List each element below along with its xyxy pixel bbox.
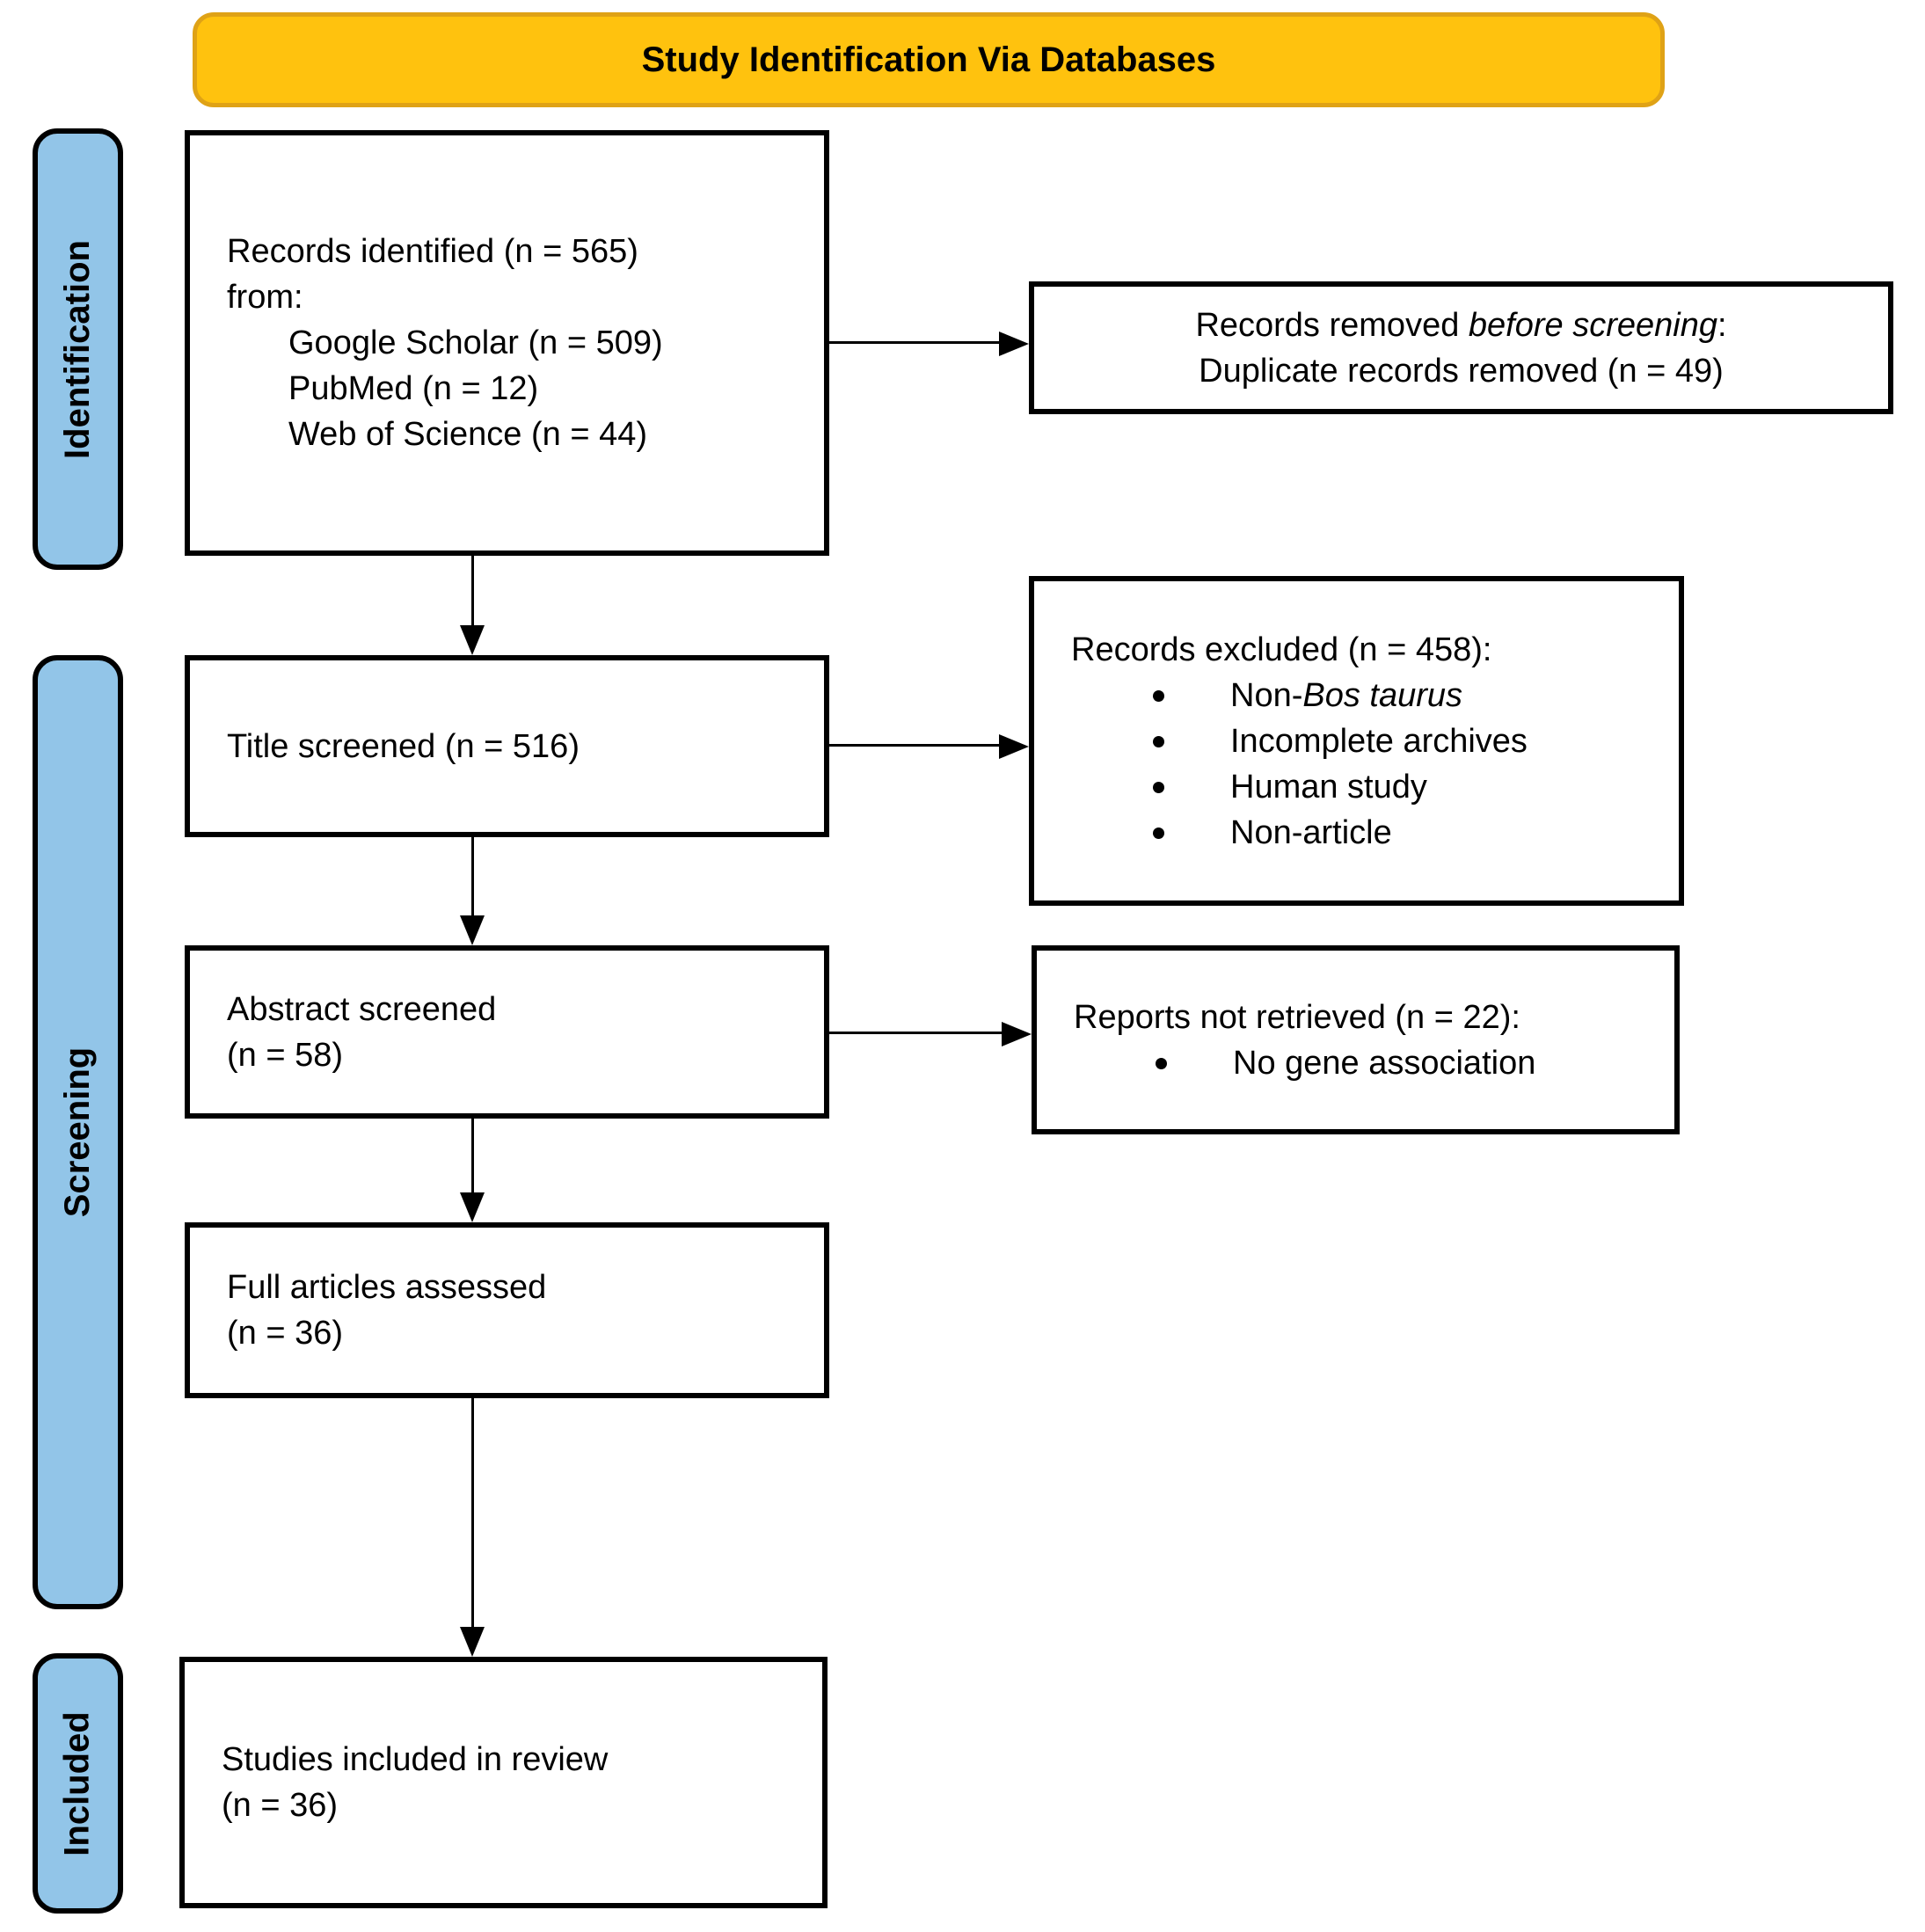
source-pubmed: PubMed (n = 12) <box>288 370 539 407</box>
arrow-stem <box>828 341 1001 344</box>
arrow-stem <box>471 837 474 917</box>
stage-bar-identification: Identification <box>33 128 123 570</box>
full-articles-line2: (n = 36) <box>227 1315 344 1352</box>
stage-label-screening: Screening <box>58 1046 97 1218</box>
bullet-dot-icon <box>1153 689 1164 702</box>
arrowhead-right <box>999 332 1029 356</box>
excluded-item-text: Human study <box>1230 768 1427 806</box>
records-removed-line2: Duplicate records removed (n = 49) <box>1199 352 1724 390</box>
excluded-item-text-italic: Bos taurus <box>1302 676 1463 714</box>
stage-bar-included: Included <box>33 1653 123 1914</box>
arrow-stem <box>471 1398 474 1629</box>
records-removed-line1-italic: before screening <box>1468 306 1717 344</box>
box-records-excluded: Records excluded (n = 458): Non-Bos taur… <box>1029 576 1684 906</box>
full-articles-line1: Full articles assessed <box>227 1269 547 1306</box>
records-excluded-title: Records excluded (n = 458): <box>1071 631 1492 668</box>
not-retrieved-item-text: No gene association <box>1233 1044 1536 1082</box>
arrowhead-right <box>999 734 1029 759</box>
banner-title: Study Identification Via Databases <box>193 12 1665 107</box>
records-removed-line1-text: Records removed <box>1195 306 1469 344</box>
arrow-stem <box>828 1032 1003 1034</box>
bullet-dot-icon <box>1153 735 1164 747</box>
reports-not-retrieved-title: Reports not retrieved (n = 22): <box>1074 998 1520 1036</box>
excluded-item-non-bos-taurus: Non-Bos taurus <box>1071 673 1661 718</box>
records-identified-line1: Records identified (n = 565) <box>227 233 638 270</box>
excluded-item-human-study: Human study <box>1071 764 1661 810</box>
excluded-item-text-normal: Non- <box>1230 676 1303 714</box>
source-google-scholar: Google Scholar (n = 509) <box>288 324 663 361</box>
box-records-removed: Records removed before screening: Duplic… <box>1029 281 1893 414</box>
stage-bar-screening: Screening <box>33 655 123 1609</box>
arrowhead-right <box>1002 1022 1032 1046</box>
abstract-screened-line1: Abstract screened <box>227 990 497 1028</box>
excluded-item-text: Incomplete archives <box>1230 722 1528 760</box>
banner-title-label: Study Identification Via Databases <box>641 40 1216 79</box>
arrow-stem <box>828 744 1001 747</box>
box-records-identified: Records identified (n = 565) from: Googl… <box>185 130 829 556</box>
box-abstract-screened: Abstract screened (n = 58) <box>185 945 829 1119</box>
box-studies-included: Studies included in review (n = 36) <box>179 1657 828 1908</box>
arrowhead-down <box>460 1627 485 1657</box>
arrow-stem <box>471 1119 474 1194</box>
records-identified-line2: from: <box>227 279 303 316</box>
excluded-item-non-article: Non-article <box>1071 810 1661 856</box>
bullet-dot-icon <box>1156 1057 1167 1069</box>
studies-included-line2: (n = 36) <box>222 1787 339 1824</box>
records-removed-line1-suffix: : <box>1717 306 1727 344</box>
source-web-of-science: Web of Science (n = 44) <box>288 416 648 453</box>
bullet-dot-icon <box>1153 827 1164 839</box>
records-removed-line1: Records removed before screening: <box>1034 303 1888 348</box>
excluded-item-text: Non-article <box>1230 813 1392 851</box>
arrowhead-down <box>460 625 485 655</box>
stage-label-included: Included <box>58 1710 98 1856</box>
bullet-dot-icon <box>1153 781 1164 793</box>
box-full-articles-assessed: Full articles assessed (n = 36) <box>185 1222 829 1398</box>
arrowhead-down <box>460 915 485 945</box>
arrow-stem <box>471 556 474 628</box>
stage-label-identification: Identification <box>58 239 98 459</box>
abstract-screened-line2: (n = 58) <box>227 1036 344 1074</box>
box-reports-not-retrieved: Reports not retrieved (n = 22): No gene … <box>1032 945 1680 1134</box>
not-retrieved-item-no-gene-association: No gene association <box>1074 1040 1657 1086</box>
excluded-item-text: Non-Bos taurus <box>1230 673 1462 718</box>
studies-included-line1: Studies included in review <box>222 1741 609 1778</box>
title-screened-label: Title screened (n = 516) <box>227 727 580 765</box>
arrowhead-down <box>460 1192 485 1222</box>
box-title-screened: Title screened (n = 516) <box>185 655 829 837</box>
excluded-item-incomplete-archives: Incomplete archives <box>1071 718 1661 764</box>
